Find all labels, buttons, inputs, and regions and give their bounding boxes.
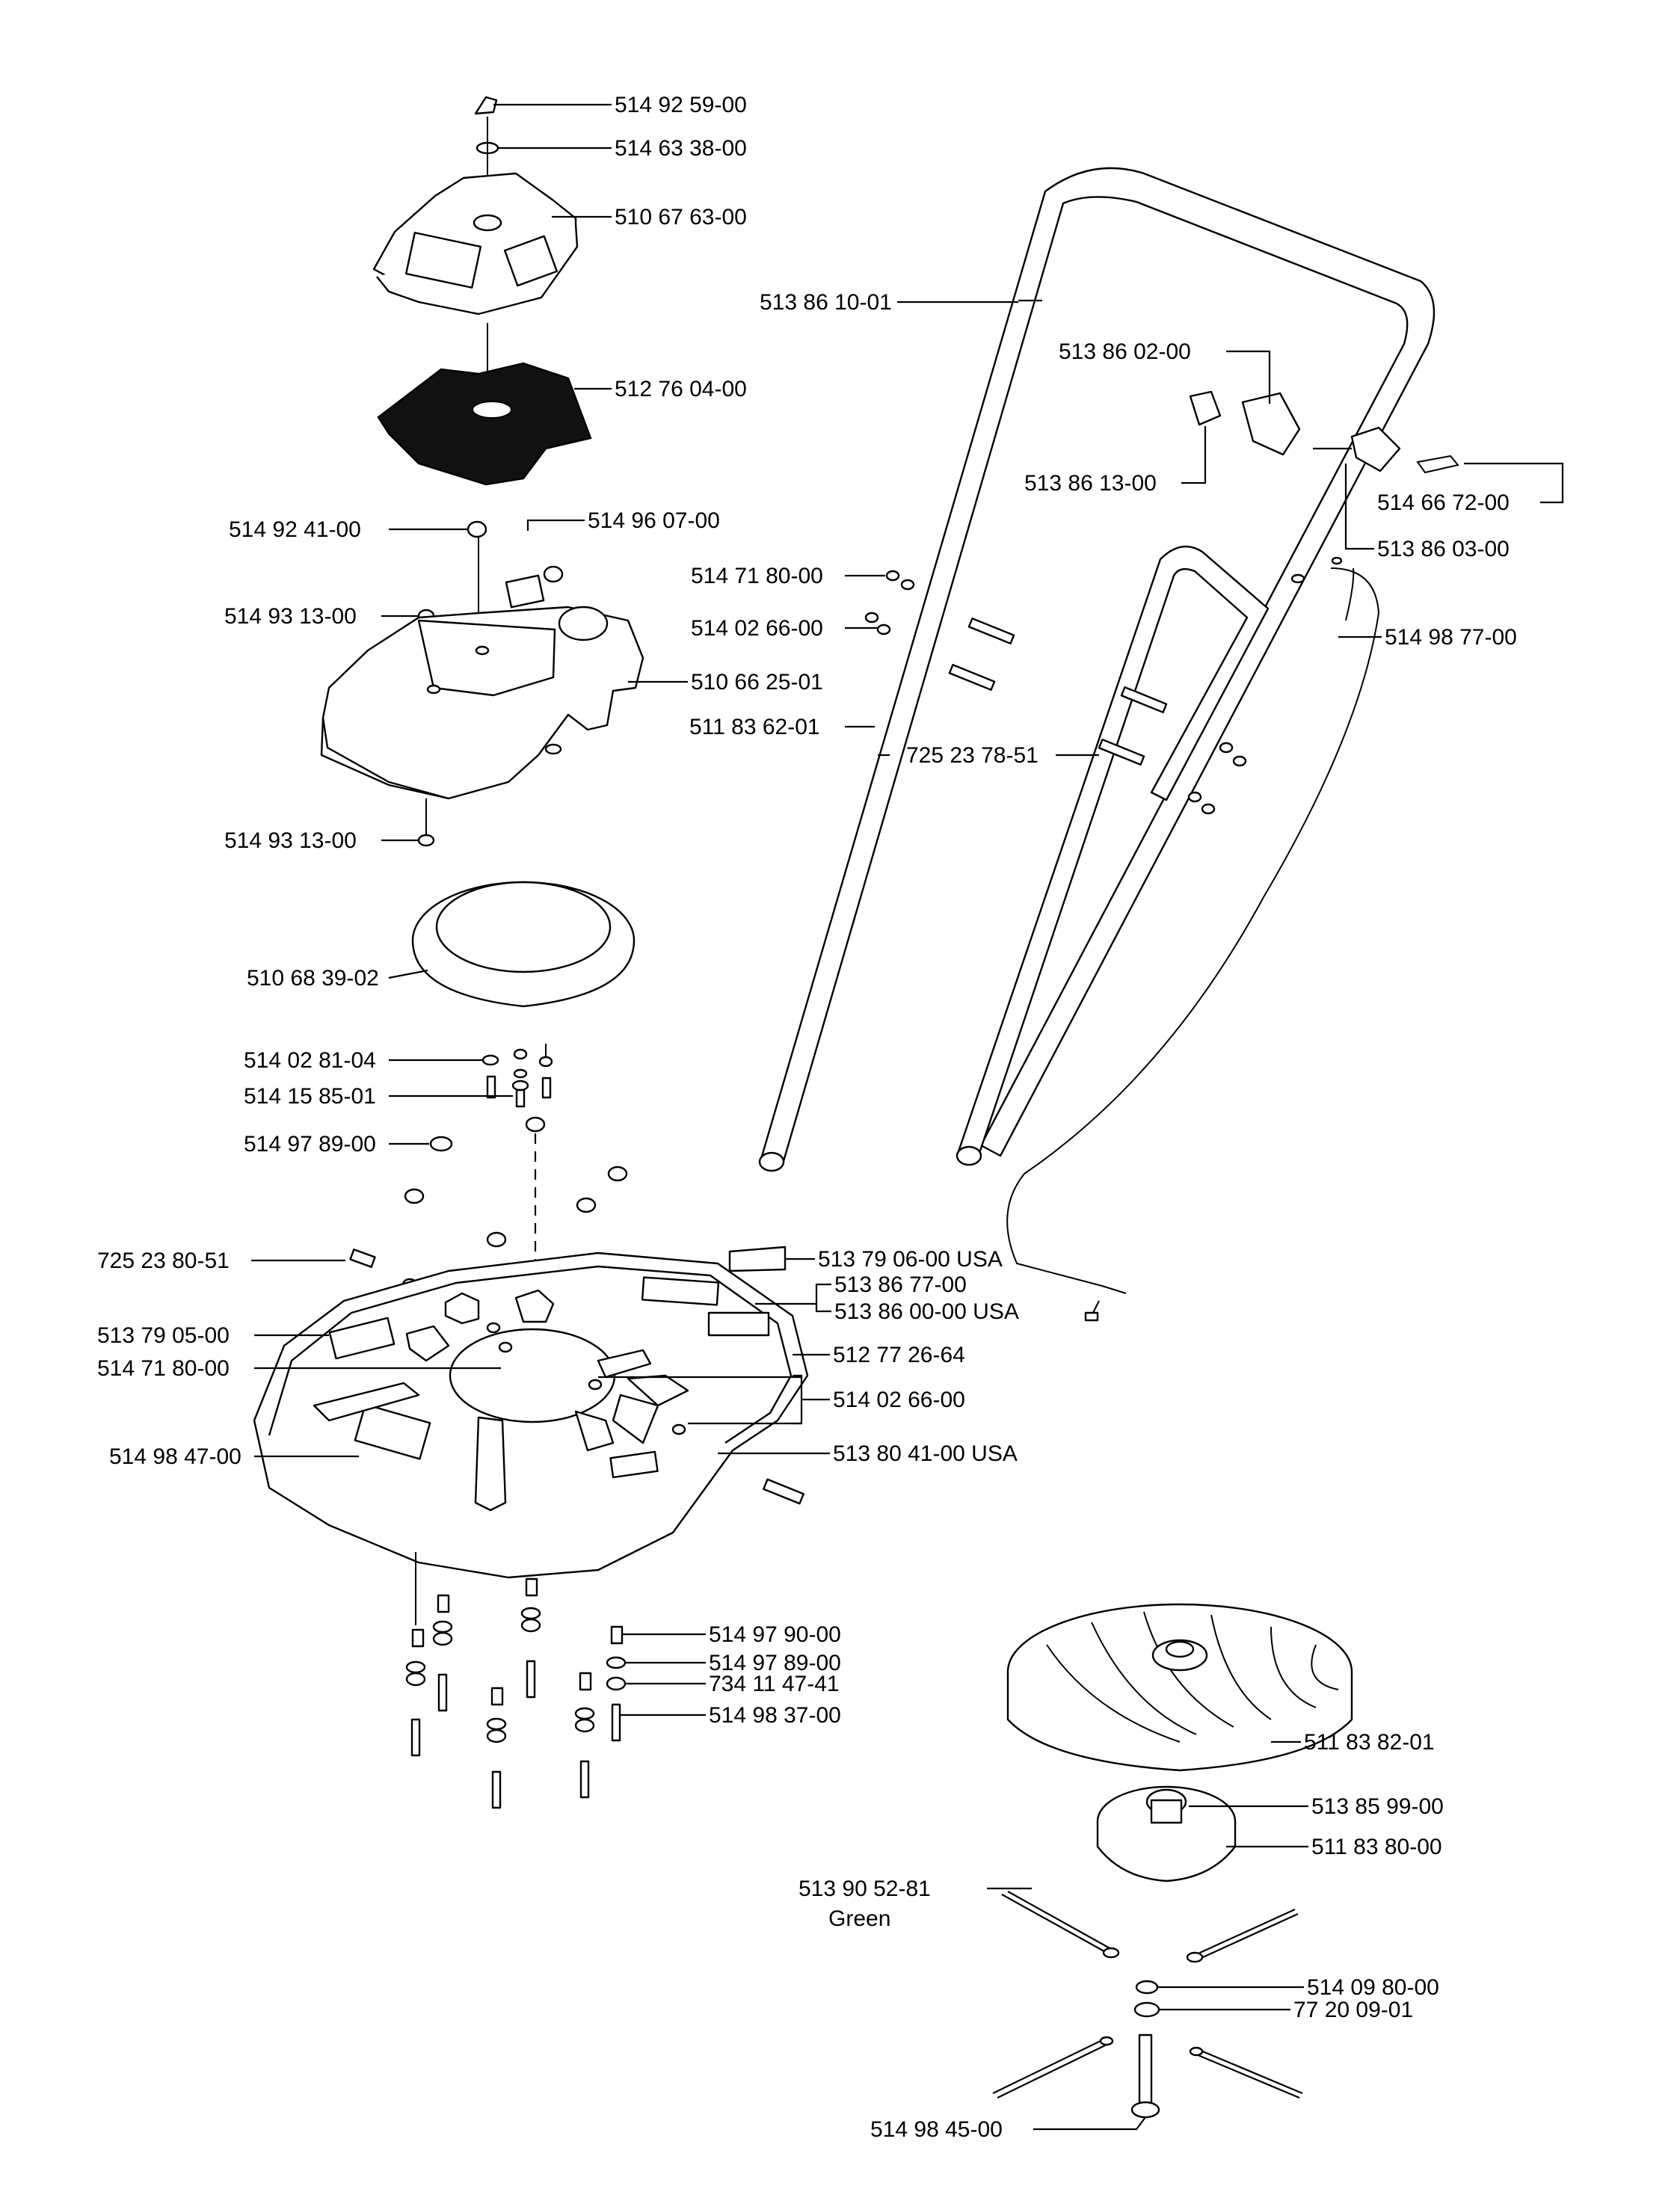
fan-blade-assembly	[987, 1603, 1353, 2131]
label-513-86-00-00-usa: 513 86 00-00 USA	[834, 1299, 1019, 1324]
label-514-92-59-00: 514 92 59-00	[615, 93, 747, 117]
label-514-15-85-01: 514 15 85-01	[244, 1084, 376, 1109]
label-514-98-47-00: 514 98 47-00	[109, 1444, 241, 1469]
label-514-71-80-00-handle: 514 71 80-00	[691, 564, 823, 588]
label-510-68-39-02: 510 68 39-02	[247, 966, 379, 991]
label-514-71-80-00-deck: 514 71 80-00	[97, 1356, 230, 1381]
label-514-66-72-00: 514 66 72-00	[1377, 490, 1510, 515]
label-514-98-37-00: 514 98 37-00	[709, 1703, 841, 1728]
label-513-79-05-00: 513 79 05-00	[97, 1323, 230, 1348]
label-513-80-41-00-usa: 513 80 41-00 USA	[833, 1441, 1018, 1466]
label-514-93-13-00-upper: 514 93 13-00	[224, 604, 357, 629]
label-514-96-07-00: 514 96 07-00	[588, 508, 720, 533]
label-512-76-04-00: 512 76 04-00	[615, 377, 747, 401]
label-514-63-38-00: 514 63 38-00	[615, 136, 747, 161]
label-514-97-90-00: 514 97 90-00	[709, 1622, 841, 1647]
label-734-11-47-41: 734 11 47-41	[709, 1672, 840, 1696]
label-514-97-89-00-upper: 514 97 89-00	[244, 1132, 376, 1157]
label-510-66-25-01: 510 66 25-01	[691, 670, 823, 695]
label-513-86-77-00: 513 86 77-00	[834, 1272, 967, 1297]
label-511-83-82-01: 511 83 82-01	[1304, 1730, 1435, 1755]
label-513-86-02-00: 513 86 02-00	[1059, 339, 1191, 364]
label-514-93-13-00-lower: 514 93 13-00	[224, 828, 357, 853]
cover-assembly	[320, 96, 688, 1286]
label-514-09-80-00: 514 09 80-00	[1307, 1975, 1439, 2000]
label-725-23-80-51: 725 23 80-51	[97, 1249, 230, 1273]
label-514-97-89-00-lower: 514 97 89-00	[709, 1651, 841, 1675]
label-513-90-52-81: 513 90 52-81	[799, 1877, 931, 1901]
deck-assembly	[251, 1246, 831, 1809]
label-511-83-62-01: 511 83 62-01	[689, 715, 820, 739]
label-514-02-66-00-handle: 514 02 66-00	[691, 616, 823, 641]
label-511-83-80-00: 511 83 80-00	[1311, 1835, 1442, 1859]
label-514-98-45-00: 514 98 45-00	[870, 2117, 1003, 2142]
label-514-02-66-00-deck: 514 02 66-00	[833, 1388, 965, 1412]
label-510-67-63-00: 510 67 63-00	[615, 205, 747, 230]
label-514-98-77-00: 514 98 77-00	[1385, 625, 1517, 650]
label-green: Green	[828, 1906, 890, 1931]
label-513-85-99-00: 513 85 99-00	[1311, 1794, 1444, 1819]
label-77-20-09-01: 77 20 09-01	[1293, 1998, 1413, 2022]
label-513-86-03-00: 513 86 03-00	[1377, 537, 1510, 561]
label-725-23-78-51: 725 23 78-51	[906, 743, 1039, 768]
handle-assembly	[758, 167, 1564, 1322]
label-514-02-81-04: 514 02 81-04	[244, 1048, 376, 1073]
label-514-92-41-00: 514 92 41-00	[229, 517, 361, 542]
label-513-79-06-00-usa: 513 79 06-00 USA	[818, 1247, 1003, 1272]
part-labels: 514 92 59-00 514 63 38-00 510 67 63-00 5…	[97, 93, 1517, 2142]
label-513-86-10-01: 513 86 10-01	[760, 290, 892, 315]
label-513-86-13-00: 513 86 13-00	[1024, 471, 1157, 496]
label-512-77-26-64: 512 77 26-64	[833, 1343, 965, 1367]
